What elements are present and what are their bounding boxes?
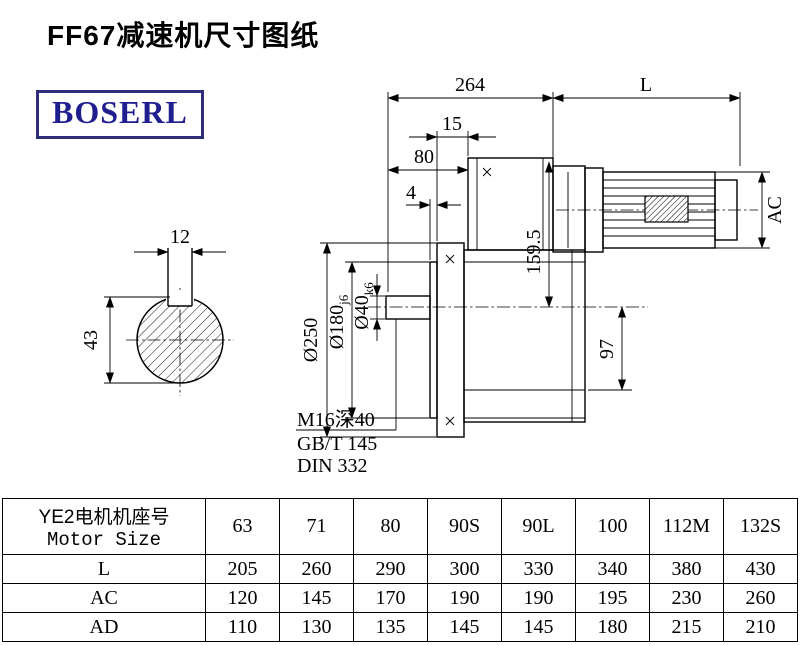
- motor-size-label-cn: YE2电机机座号: [38, 507, 170, 528]
- column-header: 71: [279, 498, 354, 555]
- dim-AC-label: AC: [764, 196, 786, 224]
- table-row-L: L 205 260 290 300 330 340 380 430: [2, 554, 798, 584]
- motor-adapter: [552, 165, 586, 253]
- table-cell: 135: [353, 612, 428, 642]
- table-cell: 290: [353, 554, 428, 584]
- dim-97-label: 97: [596, 339, 618, 359]
- table-cell: 195: [575, 583, 650, 613]
- gearbox-main-view: [368, 157, 758, 438]
- table-cell: 120: [205, 583, 280, 613]
- dim-key-width-label: 12: [170, 226, 190, 248]
- table-cell: 300: [427, 554, 502, 584]
- table-cell: 215: [649, 612, 724, 642]
- shaft-section-view: 12 43: [80, 226, 234, 396]
- column-header: 90S: [427, 498, 502, 555]
- table-cell: 430: [723, 554, 798, 584]
- dim-159-label: 159.5: [523, 230, 545, 275]
- table-cell: 205: [205, 554, 280, 584]
- table-cell: 130: [279, 612, 354, 642]
- dim-shaft-height: 43: [80, 296, 178, 384]
- column-header: 80: [353, 498, 428, 555]
- dim-shaft-height-label: 43: [80, 330, 102, 350]
- brand-logo: BOSERL: [36, 90, 204, 139]
- flange: [436, 242, 465, 438]
- dim-80-label: 80: [414, 146, 434, 168]
- column-header: 112M: [649, 498, 724, 555]
- column-header: 63: [205, 498, 280, 555]
- dimensions: 264 L 15 80 4 AC 159.5 97 Ø250: [300, 74, 786, 438]
- column-header: 100: [575, 498, 650, 555]
- housing-body: [463, 249, 586, 423]
- table-cell: 180: [575, 612, 650, 642]
- motor: [584, 167, 738, 253]
- shaft-circle: [136, 296, 224, 384]
- table-row-AD: AD 110 130 135 145 145 180 215 210: [2, 612, 798, 642]
- row-label-L: L: [2, 554, 206, 584]
- table-cell: 145: [279, 583, 354, 613]
- table-cell: 260: [279, 554, 354, 584]
- dim-shaft-dia-label: Ø40k6: [351, 282, 376, 330]
- motor-size-label-en: Motor Size: [46, 529, 162, 551]
- motor-size-header-cell: YE2电机机座号 Motor Size: [2, 498, 206, 555]
- table-cell: 145: [427, 612, 502, 642]
- dimension-drawing: 12 43: [80, 74, 786, 477]
- table-header-row: YE2电机机座号 Motor Size 63 71 80 90S 90L 100…: [2, 498, 798, 555]
- table-cell: 145: [501, 612, 576, 642]
- page-title: FF67减速机尺寸图纸: [47, 20, 320, 51]
- motor-core: [644, 195, 689, 223]
- dim-L-label: L: [640, 74, 652, 96]
- table-cell: 380: [649, 554, 724, 584]
- dim-key-width: 12: [134, 226, 226, 256]
- table-row-AC: AC 120 145 170 190 190 195 230 260: [2, 583, 798, 613]
- column-header: 90L: [501, 498, 576, 555]
- table-cell: 170: [353, 583, 428, 613]
- motor-size-table: YE2电机机座号 Motor Size 63 71 80 90S 90L 100…: [2, 498, 798, 642]
- bolt-marks: [445, 167, 492, 426]
- dim-spigot-dia-label: Ø180j6: [326, 294, 351, 349]
- output-shaft: [385, 295, 431, 320]
- table-cell: 110: [205, 612, 280, 642]
- dim-264-label: 264: [455, 74, 485, 96]
- table-cell: 190: [501, 583, 576, 613]
- table-cell: 230: [649, 583, 724, 613]
- table-cell: 330: [501, 554, 576, 584]
- motor-endcap: [714, 179, 738, 241]
- thread-note-line3: DIN 332: [297, 455, 368, 477]
- dim-flange-dia-label: Ø250: [300, 318, 322, 362]
- thread-note-line2: GB/T 145: [297, 433, 377, 455]
- thread-note: M16深40 GB/T 145 DIN 332: [296, 319, 397, 477]
- row-label-AD: AD: [2, 612, 206, 642]
- spigot: [429, 261, 438, 419]
- table-cell: 190: [427, 583, 502, 613]
- dim-4-label: 4: [406, 182, 416, 204]
- table-cell: 210: [723, 612, 798, 642]
- dim-15-label: 15: [442, 113, 462, 135]
- row-label-AC: AC: [2, 583, 206, 613]
- column-header: 132S: [723, 498, 798, 555]
- thread-note-line1: M16深40: [297, 408, 375, 431]
- table-cell: 260: [723, 583, 798, 613]
- table-cell: 340: [575, 554, 650, 584]
